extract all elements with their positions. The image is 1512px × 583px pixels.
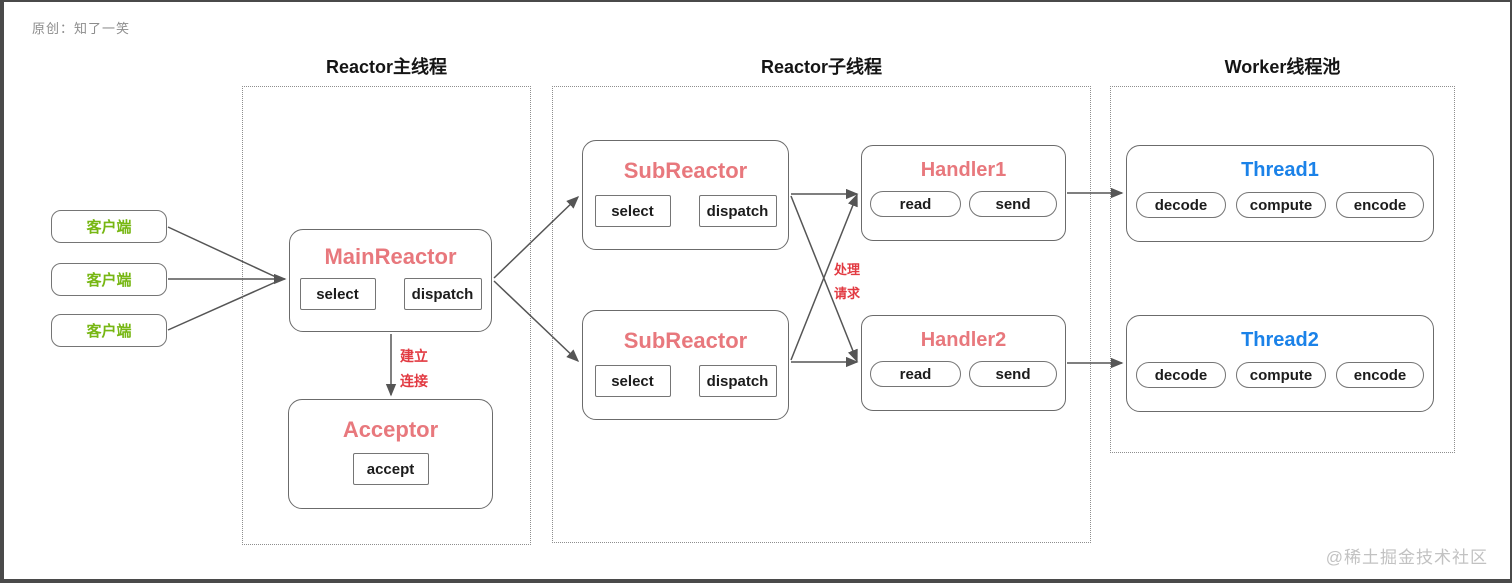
main-reactor-title: MainReactor — [324, 244, 457, 269]
client-label: 客户端 — [86, 219, 132, 236]
acceptor-ops: accept — [289, 453, 492, 485]
op-select: select — [594, 195, 671, 227]
thread-ops: decode compute encode — [1127, 362, 1433, 388]
op-compute: compute — [1236, 192, 1326, 218]
op-select: select — [299, 278, 376, 310]
section-title-reactor-sub-thread: Reactor子线程 — [760, 57, 883, 77]
edge-label-establish-1: 建立 — [400, 348, 428, 364]
handler-title: Handler1 — [920, 159, 1007, 181]
acceptor-title: Acceptor — [342, 417, 439, 442]
client-box-3: 客户端 — [51, 314, 167, 347]
site-watermark: @稀土掘金技术社区 — [1325, 548, 1488, 567]
op-compute: compute — [1236, 362, 1326, 388]
edge-label-process-1: 处理 — [834, 262, 861, 277]
sub-reactor-ops: select dispatch — [583, 365, 788, 397]
handler-box-1: Handler1 read send — [861, 145, 1066, 241]
op-encode: encode — [1336, 192, 1424, 218]
op-dispatch: dispatch — [698, 195, 777, 227]
op-decode: decode — [1136, 362, 1226, 388]
edge-label-establish-2: 连接 — [400, 373, 428, 389]
main-reactor-box: MainReactor select dispatch — [289, 229, 492, 332]
op-dispatch: dispatch — [698, 365, 777, 397]
main-reactor-ops: select dispatch — [290, 278, 491, 310]
edge-label-process-2: 请求 — [834, 286, 861, 301]
thread-box-2: Thread2 decode compute encode — [1126, 315, 1434, 412]
thread-title: Thread2 — [1241, 329, 1319, 351]
sub-reactor-title: SubReactor — [623, 158, 748, 183]
sub-reactor-box-2: SubReactor select dispatch — [582, 310, 789, 420]
dashed-container-worker — [1110, 86, 1455, 453]
client-label: 客户端 — [86, 323, 132, 340]
section-title-worker-pool: Worker线程池 — [1224, 57, 1341, 77]
op-encode: encode — [1336, 362, 1424, 388]
client-box-1: 客户端 — [51, 210, 167, 243]
sub-reactor-title: SubReactor — [623, 328, 748, 353]
handler-ops: read send — [862, 361, 1065, 387]
op-read: read — [870, 191, 961, 217]
sub-reactor-ops: select dispatch — [583, 195, 788, 227]
handler-ops: read send — [862, 191, 1065, 217]
op-accept: accept — [352, 453, 429, 485]
op-select: select — [594, 365, 671, 397]
thread-title: Thread1 — [1241, 159, 1319, 181]
client-box-2: 客户端 — [51, 263, 167, 296]
handler-title: Handler2 — [920, 329, 1007, 351]
handler-box-2: Handler2 read send — [861, 315, 1066, 411]
client-label: 客户端 — [86, 272, 132, 289]
section-title-reactor-main-thread: Reactor主线程 — [325, 57, 448, 77]
op-decode: decode — [1136, 192, 1226, 218]
op-dispatch: dispatch — [403, 278, 482, 310]
acceptor-box: Acceptor accept — [288, 399, 493, 509]
sub-reactor-box-1: SubReactor select dispatch — [582, 140, 789, 250]
thread-box-1: Thread1 decode compute encode — [1126, 145, 1434, 242]
author-watermark: 原创：知了一笑 — [32, 21, 131, 36]
op-send: send — [969, 191, 1057, 217]
op-read: read — [870, 361, 961, 387]
thread-ops: decode compute encode — [1127, 192, 1433, 218]
op-send: send — [969, 361, 1057, 387]
